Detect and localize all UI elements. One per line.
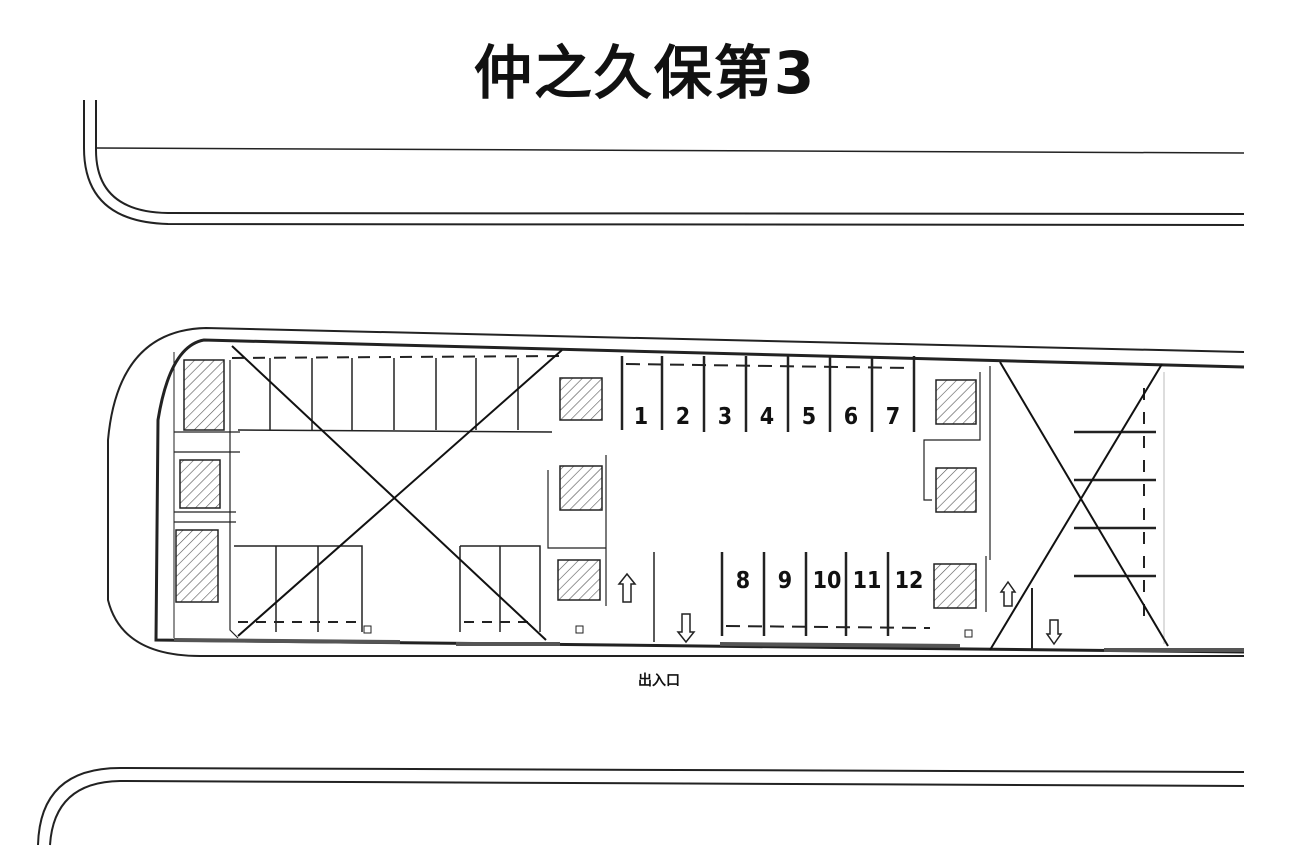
space-number: 3 [718,404,732,430]
space-number: 2 [676,404,690,430]
center-structures [363,377,973,638]
parking-row-lower [653,552,961,648]
road-top [83,100,1245,226]
right-section [1031,372,1244,652]
equipment-block [183,359,225,431]
equipment-block [557,559,601,601]
space-number: 7 [886,404,900,430]
left-section [173,355,561,646]
equipment-block [179,459,221,509]
crossed-out-left [231,345,563,641]
traffic-arrows [617,572,1063,646]
map-title: 仲之久保第3 [473,39,817,107]
parking-row-upper [620,356,916,432]
crossed-out-right [989,361,1169,651]
equipment-block [559,465,603,511]
arrow-up-icon [617,572,637,603]
entrance-label: 出入口 [638,672,680,689]
equipment-block [559,377,603,421]
lot-outline [107,326,1245,657]
space-number: 11 [853,568,882,594]
arrow-up-icon [999,580,1017,607]
equipment-block [935,467,977,513]
equipment-block [935,379,977,425]
space-number: 12 [895,568,924,594]
space-number: 8 [736,568,750,594]
arrow-down-icon [1045,619,1063,646]
right-structures [923,366,991,612]
space-number: 4 [760,404,774,430]
space-number: 6 [844,404,858,430]
equipment-block [933,563,977,609]
space-number: 9 [778,568,792,594]
space-number: 10 [813,568,842,594]
space-number: 1 [634,404,648,430]
road-bottom [37,766,1245,846]
space-numbers: 1 2 3 4 5 6 7 8 9 10 11 12 [634,404,924,594]
equipment-block [175,529,219,603]
arrow-down-icon [676,613,696,644]
space-number: 5 [802,404,816,430]
